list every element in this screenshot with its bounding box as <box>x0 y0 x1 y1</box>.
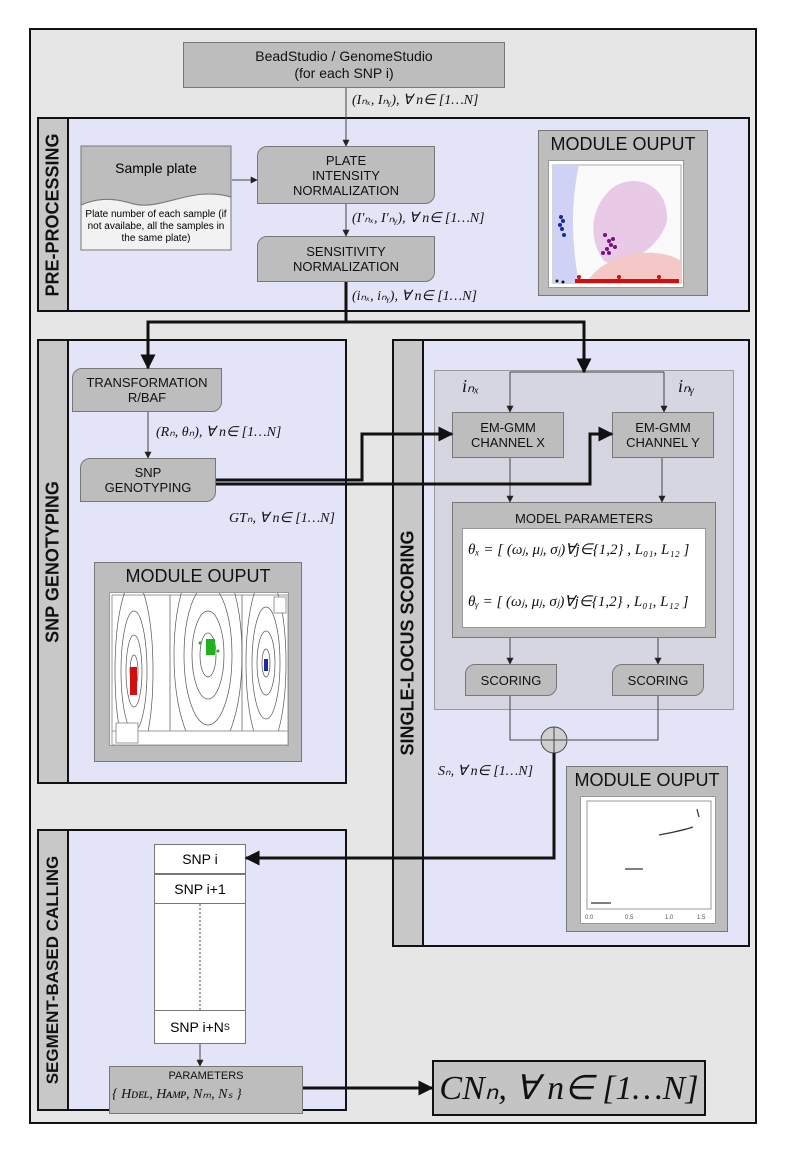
model-params-title: MODEL PARAMETERS <box>515 511 653 526</box>
plate-norm-line2: INTENSITY <box>312 167 380 183</box>
genotyping-contour-plot <box>109 592 289 746</box>
emx-line2: CHANNEL X <box>471 435 545 450</box>
parameters-title: PARAMETERS <box>168 1070 244 1082</box>
source-line2: (for each SNP i) <box>294 65 394 81</box>
emx-line1: EM-GMM <box>480 420 536 435</box>
genotyping-title: SNP GENOTYPING <box>42 480 63 643</box>
formula-thetay: θᵧ = [ (ωⱼ, μⱼ, σⱼ)∀j∈{1,2} , L₀₁, L₁₂ ] <box>468 594 689 610</box>
formula-gt: GTₙ, ∀ n∈ [1…N] <box>229 511 335 526</box>
sens-line2: NORMALIZATION <box>293 259 399 274</box>
em-gmm-x-box: EM-GMM CHANNEL X <box>452 412 564 458</box>
formula-params: { Hᴅᴇʟ, Hᴀᴍᴘ, Nₘ, Nₛ } <box>112 1087 242 1102</box>
sens-line1: SENSITIVITY <box>306 244 386 259</box>
scoring-x-box: SCORING <box>465 664 557 696</box>
snp-i1-cell: SNP i+1 <box>154 874 246 904</box>
svg-text:1.5: 1.5 <box>697 915 706 921</box>
snp-ins-sub: S <box>223 1022 230 1032</box>
scoring-y-label: SCORING <box>627 672 689 688</box>
preproc-module-title: MODULE OUPUT <box>550 134 696 154</box>
snp-genotyping-box: SNP GENOTYPING <box>80 458 216 502</box>
formula-result: CNₙ, ∀ n∈ [1…N] <box>439 1069 699 1107</box>
genotyping-module-title: MODULE OUPUT <box>125 566 271 586</box>
snp-ins-label: SNP i+N <box>170 1019 224 1035</box>
scoring-side: SINGLE-LOCUS SCORING <box>394 341 424 945</box>
source-box: BeadStudio / GenomeStudio (for each SNP … <box>183 42 505 88</box>
segment-side: SEGMENT-BASED CALLING <box>39 831 69 1109</box>
scoring-module-title: MODULE OUPUT <box>574 770 720 790</box>
sample-plate-label: Sample plate <box>115 160 197 176</box>
svg-text:0.0: 0.0 <box>585 915 594 921</box>
plate-norm-line1: PLATE <box>325 152 367 168</box>
label-iny: iₙᵧ <box>678 376 695 396</box>
sensitivity-normalization-box: SENSITIVITY NORMALIZATION <box>257 236 435 282</box>
snp-line2: GENOTYPING <box>104 480 192 495</box>
em-gmm-y-box: EM-GMM CHANNEL Y <box>612 412 714 458</box>
plate-normalization-box: PLATE INTENSITY NORMALIZATION <box>257 146 435 204</box>
scoring-sorted-plot: 0.0 0.5 1.0 1.5 <box>580 796 716 924</box>
emy-line2: CHANNEL Y <box>626 435 700 450</box>
transform-line1: TRANSFORMATION <box>86 375 208 390</box>
snp-line1: SNP <box>134 465 162 480</box>
result-box: CNₙ, ∀ n∈ [1…N] <box>432 1060 706 1116</box>
formula-rtheta: (Rₙ, θₙ), ∀ n∈ [1…N] <box>156 425 282 440</box>
segment-title: SEGMENT-BASED CALLING <box>43 855 62 1085</box>
scoring-y-box: SCORING <box>612 664 704 696</box>
source-line1: BeadStudio / GenomeStudio <box>255 48 433 64</box>
svg-text:1.0: 1.0 <box>665 915 674 921</box>
genotyping-side: SNP GENOTYPING <box>39 341 69 782</box>
formula-sn: Sₙ, ∀ n∈ [1…N] <box>438 764 534 779</box>
emy-line1: EM-GMM <box>635 420 691 435</box>
svg-text:0.5: 0.5 <box>625 915 634 921</box>
transform-line2: R/BAF <box>127 390 167 405</box>
formula-norm2: (iₙₓ, iₙᵧ), ∀ n∈ [1…N] <box>352 289 477 304</box>
snp-i-cell: SNP i <box>154 844 246 874</box>
formula-raw: (Iₙₓ, Iₙᵧ), ∀ n∈ [1…N] <box>352 93 479 108</box>
parameters-box: PARAMETERS <box>109 1066 303 1114</box>
sample-plate-shape <box>80 145 232 251</box>
preprocessing-side: PRE-PROCESSING <box>39 119 69 310</box>
formula-thetax: θₓ = [ (ωⱼ, μⱼ, σⱼ)∀j∈{1,2} , L₀₁, L₁₂ ] <box>468 542 690 558</box>
preproc-scatter-plot <box>548 160 684 288</box>
plate-norm-line3: NORMALIZATION <box>293 182 399 198</box>
model-params-white <box>462 528 706 628</box>
scoring-x-label: SCORING <box>480 672 542 688</box>
scoring-title: SINGLE-LOCUS SCORING <box>397 530 418 756</box>
transformation-box: TRANSFORMATION R/BAF <box>72 368 222 412</box>
formula-norm1: (I′ₙₓ, I′ₙᵧ), ∀ n∈ [1…N] <box>352 211 485 226</box>
plate-note: Plate number of each sample (if not avai… <box>85 209 227 244</box>
preprocessing-title: PRE-PROCESSING <box>42 132 63 297</box>
label-inx: iₙₓ <box>462 376 480 396</box>
